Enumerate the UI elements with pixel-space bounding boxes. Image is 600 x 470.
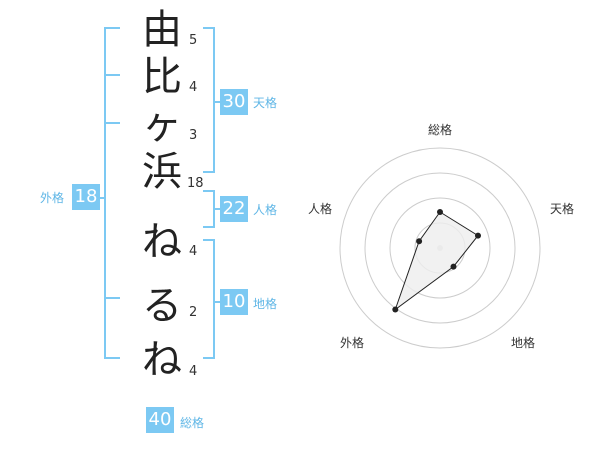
- chikaku-label: 地格: [253, 297, 278, 311]
- radar-label-chikaku: 地格: [511, 336, 536, 350]
- stroke-count-2: 4: [189, 80, 198, 95]
- name-char-1: 由: [142, 7, 182, 53]
- radar-points: [392, 209, 481, 313]
- name-char-5: ね: [142, 219, 182, 265]
- radar-ring: [389, 197, 491, 299]
- radar-label-tenkaku: 天格: [550, 202, 575, 216]
- radar-ring: [339, 147, 541, 349]
- jinkaku-badge: 22: [220, 196, 248, 222]
- name-char-2: 比: [142, 54, 182, 100]
- tenkaku-badge: 30: [220, 89, 248, 115]
- name-char-3: ヶ: [142, 102, 182, 148]
- radar-label-gaikaku: 外格: [340, 336, 365, 350]
- radar-ring: [364, 172, 516, 324]
- stroke-count-7: 4: [189, 364, 198, 379]
- soukaku-badge: 40: [146, 407, 174, 433]
- gaikaku-label: 外格: [40, 191, 65, 205]
- radar-polygon: [394, 211, 479, 311]
- tenkaku-label: 天格: [253, 96, 278, 110]
- radar-label-soukaku: 総格: [428, 123, 453, 137]
- name-char-7: ね: [142, 337, 182, 383]
- radar-label-jinkaku: 人格: [308, 202, 333, 216]
- soukaku-label: 総格: [180, 416, 205, 430]
- radar-point-jinkaku: [416, 238, 423, 245]
- chikaku-badge: 10: [220, 289, 248, 315]
- jinkaku-label: 人格: [253, 203, 278, 217]
- gaikaku-badge: 18: [72, 184, 100, 210]
- radar-point-chikaku: [450, 263, 457, 270]
- name-char-4: 浜: [142, 149, 182, 195]
- stroke-count-3: 3: [189, 128, 198, 143]
- stroke-count-1: 5: [189, 33, 198, 48]
- radar-point-soukaku: [437, 209, 443, 215]
- stroke-count-4: 18: [187, 176, 204, 191]
- stroke-count-6: 2: [189, 305, 198, 320]
- name-char-6: る: [142, 283, 182, 329]
- radar-point-tenkaku: [475, 232, 481, 239]
- radar-point-gaikaku: [392, 306, 399, 313]
- stroke-count-5: 4: [189, 244, 198, 259]
